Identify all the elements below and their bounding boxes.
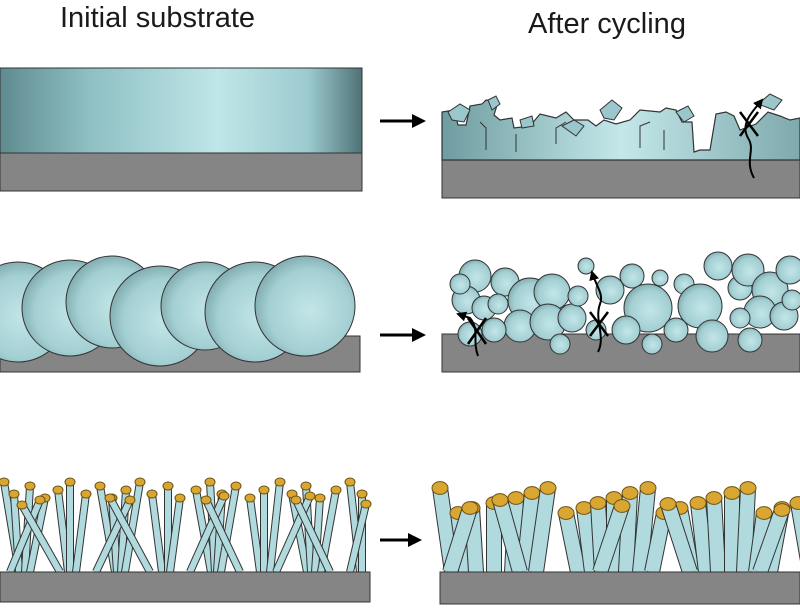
nanowire [146, 489, 166, 573]
nanowire [186, 491, 230, 574]
particle-fragment [595, 275, 625, 305]
expanded-nanowire [723, 486, 741, 572]
nanowire [104, 493, 154, 574]
right-arrow-icon [380, 533, 422, 547]
initial-particles [0, 255, 361, 373]
expanded-nanowire [736, 481, 757, 573]
nanowire [244, 493, 264, 573]
expanded-nanowire [528, 481, 557, 574]
nanowire [64, 477, 76, 572]
cycled-particles [441, 251, 800, 373]
nanowire [92, 495, 136, 574]
particle-fragment [703, 251, 733, 281]
particle-fragment [481, 317, 507, 343]
particle [254, 255, 356, 357]
crack-x-mark-icon [739, 111, 759, 137]
nanowire [166, 493, 186, 573]
expanded-nanowire [516, 486, 541, 573]
heading-after-cycling: After cycling [528, 8, 686, 40]
particle-fragment [611, 315, 641, 345]
electron-path-icon [744, 98, 764, 179]
substrate [439, 571, 800, 605]
initial-film [0, 67, 363, 192]
nanowire [121, 477, 146, 573]
nanowire [286, 489, 311, 573]
expanded-nanowire [689, 496, 714, 573]
particle-fragment [567, 285, 589, 307]
row-film [0, 67, 800, 199]
expanded-nanowire [705, 491, 726, 573]
heading-initial-substrate: Initial substrate [60, 2, 256, 34]
particle-fragment [619, 263, 645, 289]
nanowire [190, 485, 215, 573]
substrate [0, 152, 363, 192]
particle-fragment [737, 327, 763, 353]
particle-fragment [695, 319, 729, 353]
particle-fragment [557, 303, 587, 333]
particle-fragment [641, 333, 663, 355]
row-particles [0, 251, 800, 373]
nanowire [200, 495, 244, 574]
nanowire [16, 500, 64, 574]
initial-nanowires [0, 477, 372, 603]
expanded-nanowire [442, 501, 479, 575]
expanded-nanowire [789, 496, 800, 562]
crack-x-mark-icon [466, 311, 609, 345]
nanowire [258, 485, 270, 572]
expanded-nanowire [491, 493, 528, 575]
expanded-nanowire [575, 501, 600, 573]
cycled-nanowires [431, 481, 800, 605]
nanowire [311, 493, 326, 573]
nanowire [266, 477, 286, 573]
particle-fragment [729, 307, 751, 329]
particle-fragment [663, 317, 689, 343]
particle-fragment [775, 255, 800, 285]
substrate [0, 571, 371, 603]
particle-fragment [651, 269, 669, 287]
substrate [441, 159, 800, 199]
particle-fragment [577, 257, 595, 275]
right-arrow-icon [380, 114, 426, 128]
particle-fragment [487, 293, 509, 315]
expanded-nanowire [557, 506, 586, 574]
expanded-nanowire [632, 481, 657, 573]
nanowire [217, 481, 242, 573]
particle-fragment [449, 273, 471, 295]
expanded-nanowire [752, 503, 791, 575]
right-arrow-icon [380, 328, 426, 342]
nanowire [6, 495, 46, 574]
expanded-nanowire [659, 497, 698, 575]
cycled-film [441, 93, 800, 199]
nanowire [72, 489, 92, 573]
particle-fragment [781, 289, 800, 311]
nanowire [346, 499, 372, 573]
row-nanowires [0, 477, 800, 605]
nanowire [290, 495, 334, 574]
particle-fragment [549, 333, 571, 355]
expanded-nanowire [592, 499, 631, 575]
